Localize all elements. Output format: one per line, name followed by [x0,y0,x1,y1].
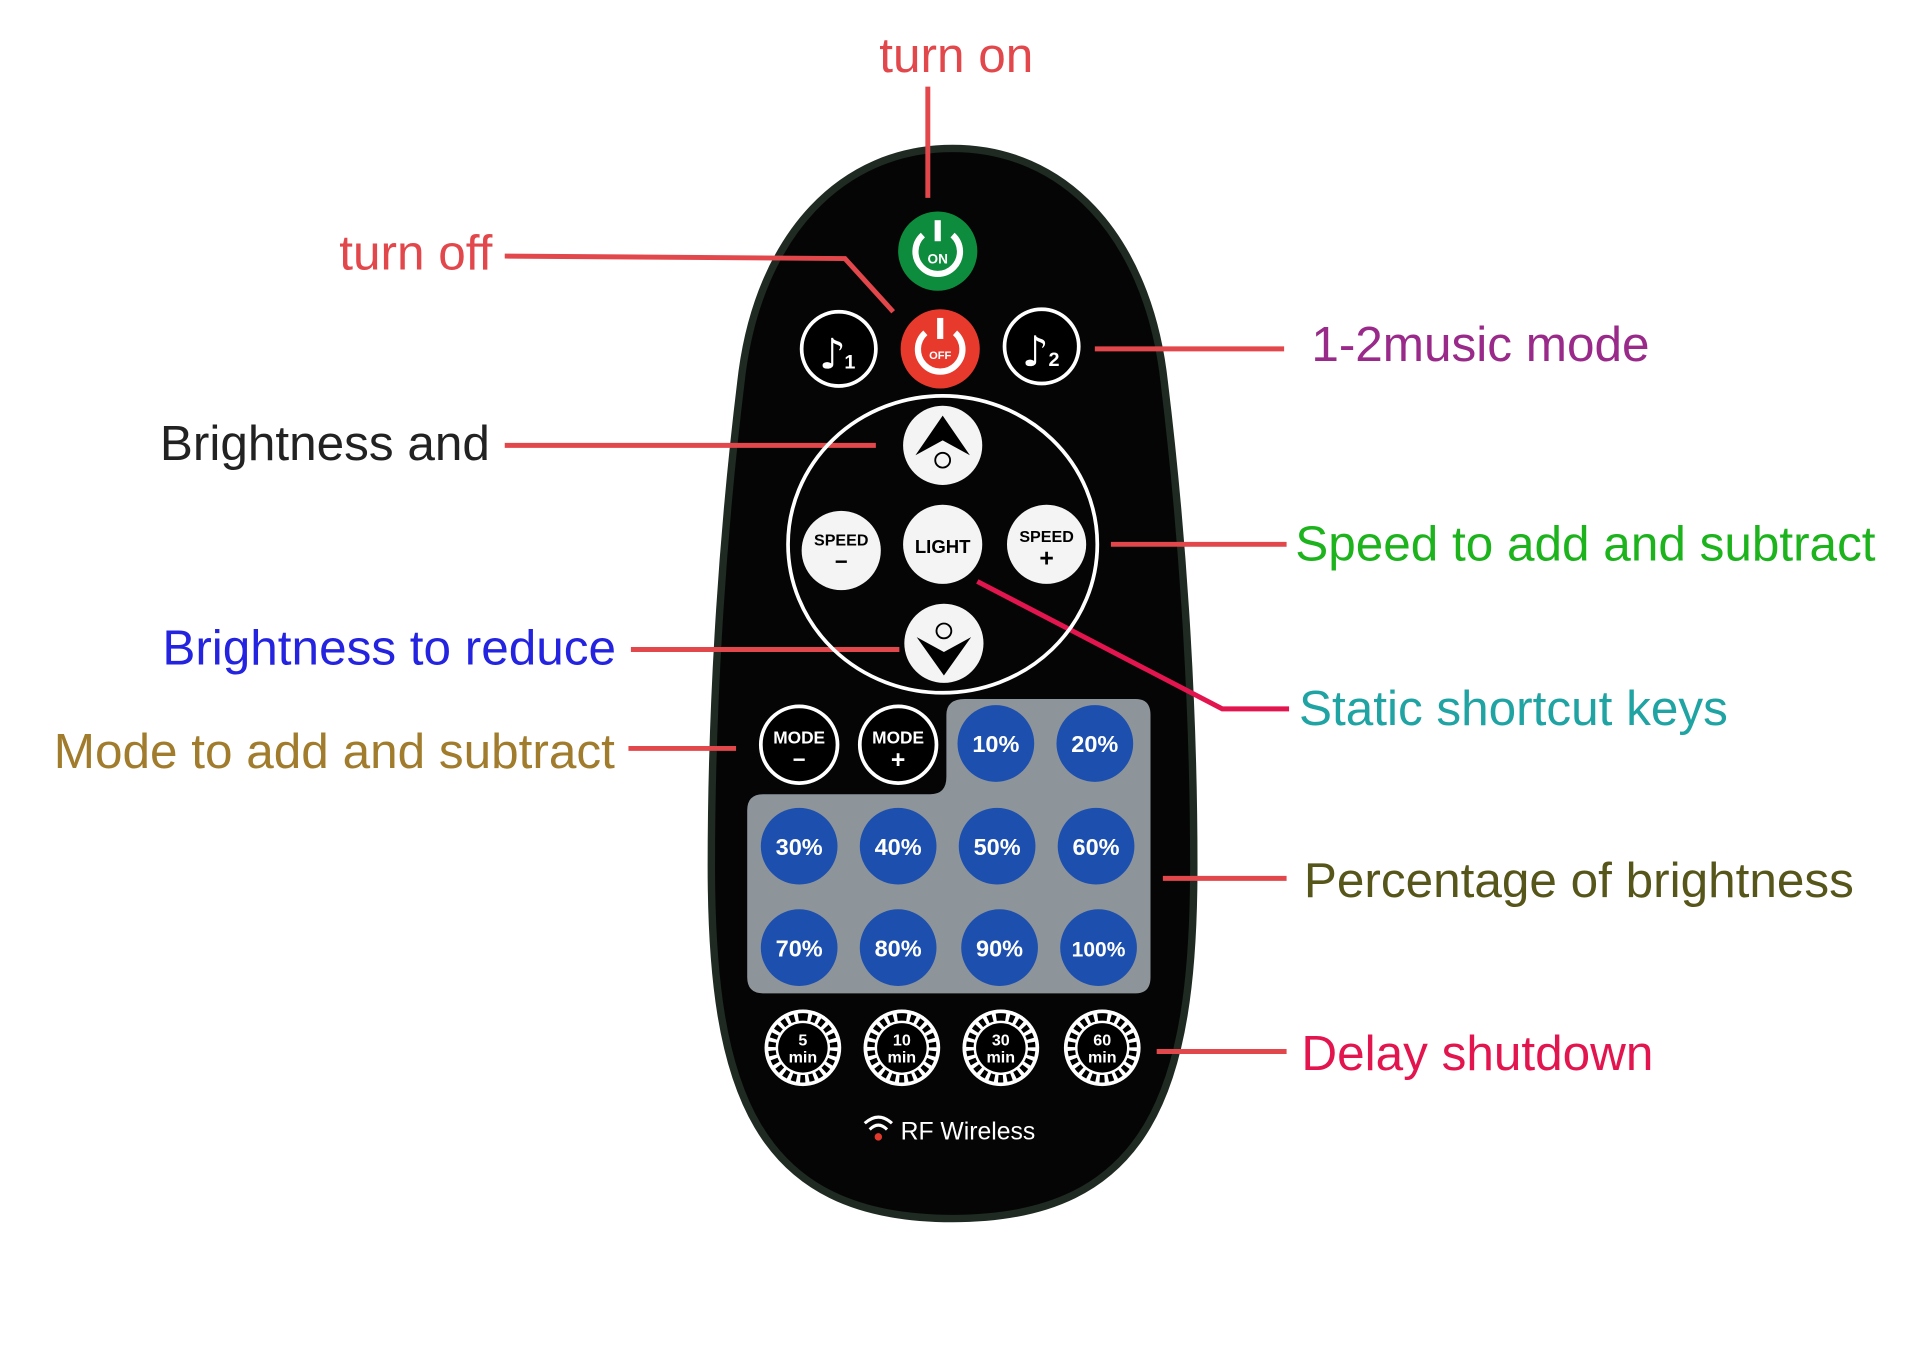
mode-label: MODE [773,727,825,747]
brightness-down-button[interactable] [904,603,984,683]
percent-button[interactable]: 100% [1060,909,1137,986]
timer-unit: min [888,1049,917,1067]
light-button[interactable]: LIGHT [903,504,983,584]
minus-label: − [835,549,848,574]
sun-icon [935,622,953,640]
off-label: OFF [929,350,951,362]
plus-label: + [891,747,905,774]
label-brightness-reduce: Brightness to reduce [162,620,616,675]
percent-button-face [760,909,838,986]
mode-minus-button[interactable]: MODE − [758,704,840,785]
power-icon [914,330,966,375]
percent-label: 60% [1073,834,1120,860]
timer-segments-icon [966,1013,1036,1083]
timer-unit: min [987,1049,1016,1067]
percent-button[interactable]: 70% [760,909,838,986]
percent-button-face [1056,705,1134,782]
leader-turn-off [504,253,896,314]
leader-lines [504,86,1290,1055]
label-percentage: Percentage of brightness [1304,853,1854,908]
light-label: LIGHT [915,536,971,557]
timer-segments-icon [867,1013,937,1083]
percent-label: 10% [972,731,1019,757]
timer-value: 10 [893,1031,911,1049]
percent-label: 80% [875,935,922,961]
percent-button-face [958,807,1036,885]
percent-label: 100% [1072,938,1126,961]
percent-button-face [859,807,937,885]
on-label: ON [928,252,948,267]
percent-button-face [859,909,937,986]
label-static-keys: Static shortcut keys [1299,681,1728,736]
wifi-icon [863,1115,893,1131]
percent-button-face [1060,909,1137,986]
arrow-down-icon [916,637,972,676]
timer-unit: min [1088,1049,1117,1067]
percent-button[interactable]: 80% [859,909,937,986]
music-2-button[interactable]: ♪ 2 [1002,307,1081,386]
percent-label: 70% [776,935,823,961]
label-brightness-add: Brightness and [160,416,490,471]
plus-label: + [1039,546,1053,573]
sun-icon [934,451,952,469]
percent-button-face [957,705,1035,782]
speed-label: SPEED [1019,528,1074,546]
percent-button[interactable]: 90% [961,909,1038,986]
timer-segments-icon [1067,1013,1137,1083]
percent-label: 40% [875,834,922,860]
label-turn-on: turn on [879,28,1033,83]
label-speed: Speed to add and subtract [1295,516,1876,571]
mode-plus-button[interactable]: MODE + [857,704,939,785]
music-1-button[interactable]: ♪ 1 [799,309,878,388]
brightness-up-button[interactable] [903,405,983,485]
timer-value: 30 [992,1031,1010,1049]
on-button[interactable]: ON [898,211,978,291]
music-2-label: 2 [1049,349,1060,371]
leader-static [976,579,1290,712]
percent-button-face [760,807,838,885]
speed-minus-button[interactable]: SPEED − [801,510,881,591]
timer-segments-icon [768,1013,838,1083]
percent-label: 20% [1071,731,1118,757]
brand: RF Wireless [863,1115,1036,1145]
timer-unit: min [789,1049,818,1067]
percent-button[interactable]: 40% [859,807,937,885]
percent-label: 90% [976,935,1023,961]
off-button[interactable]: OFF [900,309,980,389]
percent-label: 30% [776,834,823,860]
minus-label: − [793,747,806,772]
percent-button-face [961,909,1038,986]
label-turn-off: turn off [339,226,492,281]
percentage-panel [747,698,1151,994]
percentage-buttons: 10% 20% 30% 40% 50% 60% 70% 80% 90% 100% [760,705,1137,986]
timer-value: 60 [1093,1031,1111,1049]
brand-label: RF Wireless [901,1118,1036,1145]
music-note-icon: ♪ [1022,327,1049,376]
percent-label: 50% [974,834,1021,860]
label-mode: Mode to add and subtract [54,724,615,779]
power-icon [912,232,964,277]
label-delay: Delay shutdown [1301,1026,1653,1081]
mode-label: MODE [872,727,924,747]
control-ring [786,394,1100,695]
percent-button[interactable]: 20% [1056,705,1134,782]
percent-button[interactable]: 10% [957,705,1035,782]
music-note-icon: ♪ [819,330,846,379]
percent-button[interactable]: 50% [958,807,1036,885]
label-music-mode: 1-2music mode [1311,317,1649,372]
percent-button-face [1057,807,1135,885]
speed-plus-button[interactable]: SPEED + [1006,504,1087,584]
timer-value: 5 [798,1031,807,1049]
percent-button[interactable]: 60% [1057,807,1135,885]
percent-button[interactable]: 30% [760,807,838,885]
music-1-label: 1 [844,352,855,374]
speed-label: SPEED [814,532,869,550]
arrow-up-icon [915,415,970,456]
